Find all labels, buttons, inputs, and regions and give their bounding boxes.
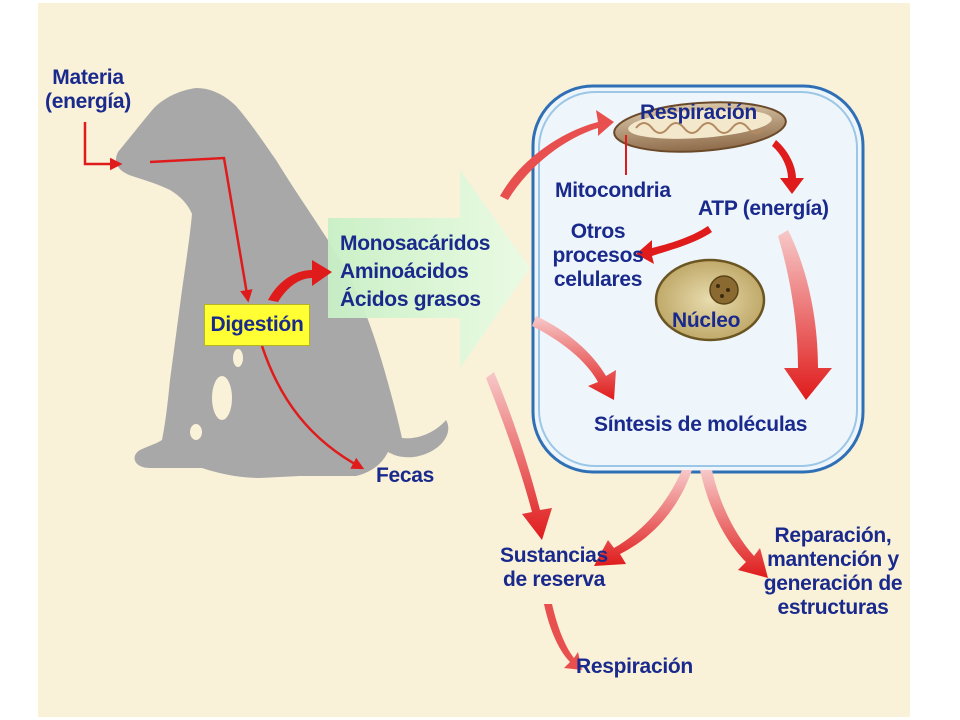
arrow-esophagus [149, 156, 253, 303]
dog-gaps [190, 349, 243, 440]
arrow-digestion-to-nutrients [268, 260, 332, 302]
arrow-to-fecas [260, 345, 365, 470]
thin-arrows [83, 122, 365, 470]
respiracion-bottom-label: Respiración [576, 655, 693, 678]
big-transfer-arrow [328, 170, 530, 368]
nucleus-icon [654, 258, 766, 342]
arrow-sintesis-to-reparacion [700, 470, 768, 578]
nutrient-monosacaridos: Monosacáridos [340, 232, 491, 255]
atp-label: ATP (energía) [698, 197, 829, 220]
arrow-respiracion-to-atp [772, 140, 804, 194]
nutrient-aminoacidos: Aminoácidos [340, 260, 469, 283]
sustancias-label: Sustancias de reserva [500, 544, 608, 591]
arrow-to-respiracion [500, 110, 614, 200]
mitocondria-label: Mitocondria [555, 179, 671, 202]
arrow-sustancias-to-respiracion [544, 604, 582, 670]
reparacion-label: Reparación, mantención y generación de e… [763, 524, 903, 619]
nucleo-label: Núcleo [672, 309, 741, 332]
sintesis-label: Síntesis de moléculas [594, 413, 808, 436]
thick-arrows [268, 110, 832, 670]
fecas-label: Fecas [376, 464, 435, 487]
arrow-atp-to-sintesis [778, 230, 832, 400]
nutrient-acidos-grasos: Ácidos grasos [340, 288, 481, 311]
arrow-atp-to-otros [636, 226, 712, 264]
arrow-to-sintesis-left [532, 316, 616, 400]
otros-procesos-label: Otros procesos celulares [552, 220, 644, 291]
arrow-sintesis-to-sustancias [594, 470, 692, 566]
mitochondrion-icon [613, 101, 787, 153]
arrow-to-sustancias [486, 372, 552, 540]
cell-membrane-inner [538, 91, 858, 467]
respiracion-cell-label: Respiración [640, 101, 757, 124]
digestion-highlight [204, 304, 310, 346]
digestion-label: Digestión [210, 313, 304, 336]
materia-label: Materia (energía) [45, 66, 131, 113]
arrow-materia-in [83, 122, 123, 171]
